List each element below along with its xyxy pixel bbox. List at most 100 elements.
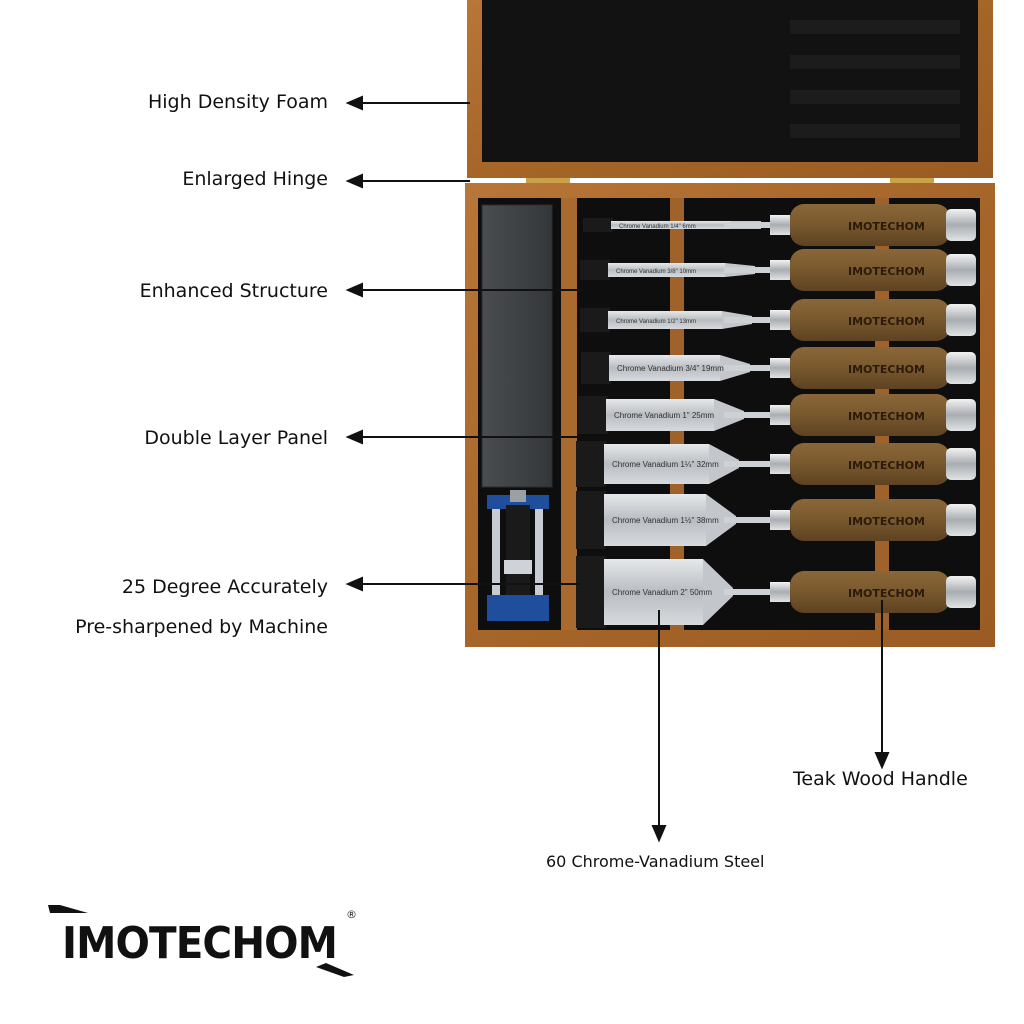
handle-brand: IMOTECHOM	[848, 265, 925, 278]
callout-degree-line1: 25 Degree Accurately	[121, 576, 328, 598]
blade-label: Chrome Vanadium 2" 50mm	[612, 588, 712, 597]
callout-foam: High Density Foam	[147, 91, 328, 113]
ferrule	[770, 260, 790, 280]
chisel: Chrome Vanadium 1¼" 32mm IMOTECHOM	[576, 441, 976, 487]
registered-mark: ®	[346, 908, 357, 921]
chisel: Chrome Vanadium 2" 50mm IMOTECHOM	[576, 556, 976, 628]
arrow-head	[345, 95, 363, 111]
blade-guard	[581, 352, 611, 384]
callout-hinge: Enlarged Hinge	[182, 168, 328, 190]
teak-handle	[790, 443, 950, 485]
ferrule	[770, 582, 790, 602]
chisel-blade	[604, 494, 706, 546]
chisel-shank	[724, 461, 772, 467]
sharpening-stone	[481, 204, 553, 488]
chisel: Chrome Vanadium 1" 25mm IMOTECHOM	[578, 394, 976, 436]
chisel-shank	[724, 365, 772, 371]
chisel-blade	[611, 221, 731, 229]
callout-structure: Enhanced Structure	[139, 280, 328, 302]
blade-guard	[576, 491, 606, 549]
chisel-shank	[724, 517, 772, 523]
brand-logo	[48, 905, 354, 977]
teak-handle	[790, 299, 950, 341]
hinge-right	[890, 178, 934, 184]
callout-degree-line2: Pre-sharpened by Machine	[75, 616, 328, 638]
chisel-blade	[608, 311, 722, 329]
chisel-blade	[608, 263, 725, 277]
handle-brand: IMOTECHOM	[848, 220, 925, 233]
blade-guard	[580, 308, 610, 332]
chisel: Chrome Vanadium 1/2" 13mm IMOTECHOM	[580, 299, 976, 341]
chisel-blade	[609, 355, 720, 381]
handle-brand: IMOTECHOM	[848, 515, 925, 528]
handle-brand: IMOTECHOM	[848, 587, 925, 600]
chisel-neck	[706, 494, 736, 546]
arrow-head	[651, 825, 667, 843]
hinge-left	[526, 178, 570, 184]
arrow-head	[345, 429, 363, 445]
handle-cap	[946, 504, 976, 536]
arrow-head	[345, 173, 363, 189]
ferrule	[770, 510, 790, 530]
callout-panel: Double Layer Panel	[144, 427, 328, 449]
blade-guard	[576, 556, 606, 628]
callout-teak: Teak Wood Handle	[793, 768, 968, 790]
blade-label: Chrome Vanadium 3/4" 19mm	[617, 364, 724, 373]
handle-brand: IMOTECHOM	[848, 363, 925, 376]
teak-handle	[790, 347, 950, 389]
chisel-shank	[724, 412, 772, 418]
chisel: Chrome Vanadium 3/4" 19mm IMOTECHOM	[581, 347, 976, 389]
chisel: Chrome Vanadium 1½" 38mm IMOTECHOM	[576, 491, 976, 549]
ferrule	[770, 358, 790, 378]
arrow-head	[345, 576, 363, 592]
blade-guard	[576, 441, 606, 487]
arrow-head	[874, 752, 890, 770]
chisel-shank	[724, 317, 772, 323]
handle-cap	[946, 254, 976, 286]
blade-guard	[580, 260, 610, 280]
chisel-blade	[604, 559, 703, 625]
ferrule	[770, 405, 790, 425]
chisel-shank	[724, 589, 772, 595]
ferrule	[770, 310, 790, 330]
teak-handle	[790, 394, 950, 436]
brand-name: IMOTECHOM	[62, 918, 338, 969]
blade-guard	[583, 218, 613, 232]
blade-guard	[578, 396, 608, 434]
blade-label: Chrome Vanadium 1" 25mm	[614, 411, 714, 420]
handle-cap	[946, 304, 976, 336]
chisel-shank	[724, 267, 772, 273]
chisel-blade	[606, 399, 714, 431]
arrow-head	[345, 282, 363, 298]
callout-steel: 60 Chrome-Vanadium Steel	[546, 852, 765, 871]
teak-handle	[790, 499, 950, 541]
honing-guide	[487, 490, 549, 621]
handle-brand: IMOTECHOM	[848, 459, 925, 472]
handle-brand: IMOTECHOM	[848, 410, 925, 423]
blade-label: Chrome Vanadium 1¼" 32mm	[612, 460, 719, 469]
box-lid	[467, 0, 993, 178]
teak-handle	[790, 204, 950, 246]
chisel-shank	[724, 222, 772, 228]
divider	[561, 198, 577, 630]
blade-label: Chrome Vanadium 1/2" 13mm	[616, 319, 696, 325]
handle-cap	[946, 399, 976, 431]
chisel-neck	[703, 559, 733, 625]
handle-cap	[946, 576, 976, 608]
blade-label: Chrome Vanadium 3/8" 10mm	[616, 269, 696, 275]
chisel-blade	[604, 444, 709, 484]
chisel: Chrome Vanadium 3/8" 10mm IMOTECHOM	[580, 249, 976, 291]
ferrule	[770, 215, 790, 235]
blade-label: Chrome Vanadium 1/4" 6mm	[619, 224, 696, 230]
chisel: Chrome Vanadium 1/4" 6mm IMOTECHOM	[583, 204, 976, 246]
handle-cap	[946, 352, 976, 384]
handle-cap	[946, 209, 976, 241]
blade-label: Chrome Vanadium 1½" 38mm	[612, 516, 719, 525]
handle-cap	[946, 448, 976, 480]
teak-handle	[790, 571, 950, 613]
ferrule	[770, 454, 790, 474]
handle-brand: IMOTECHOM	[848, 315, 925, 328]
